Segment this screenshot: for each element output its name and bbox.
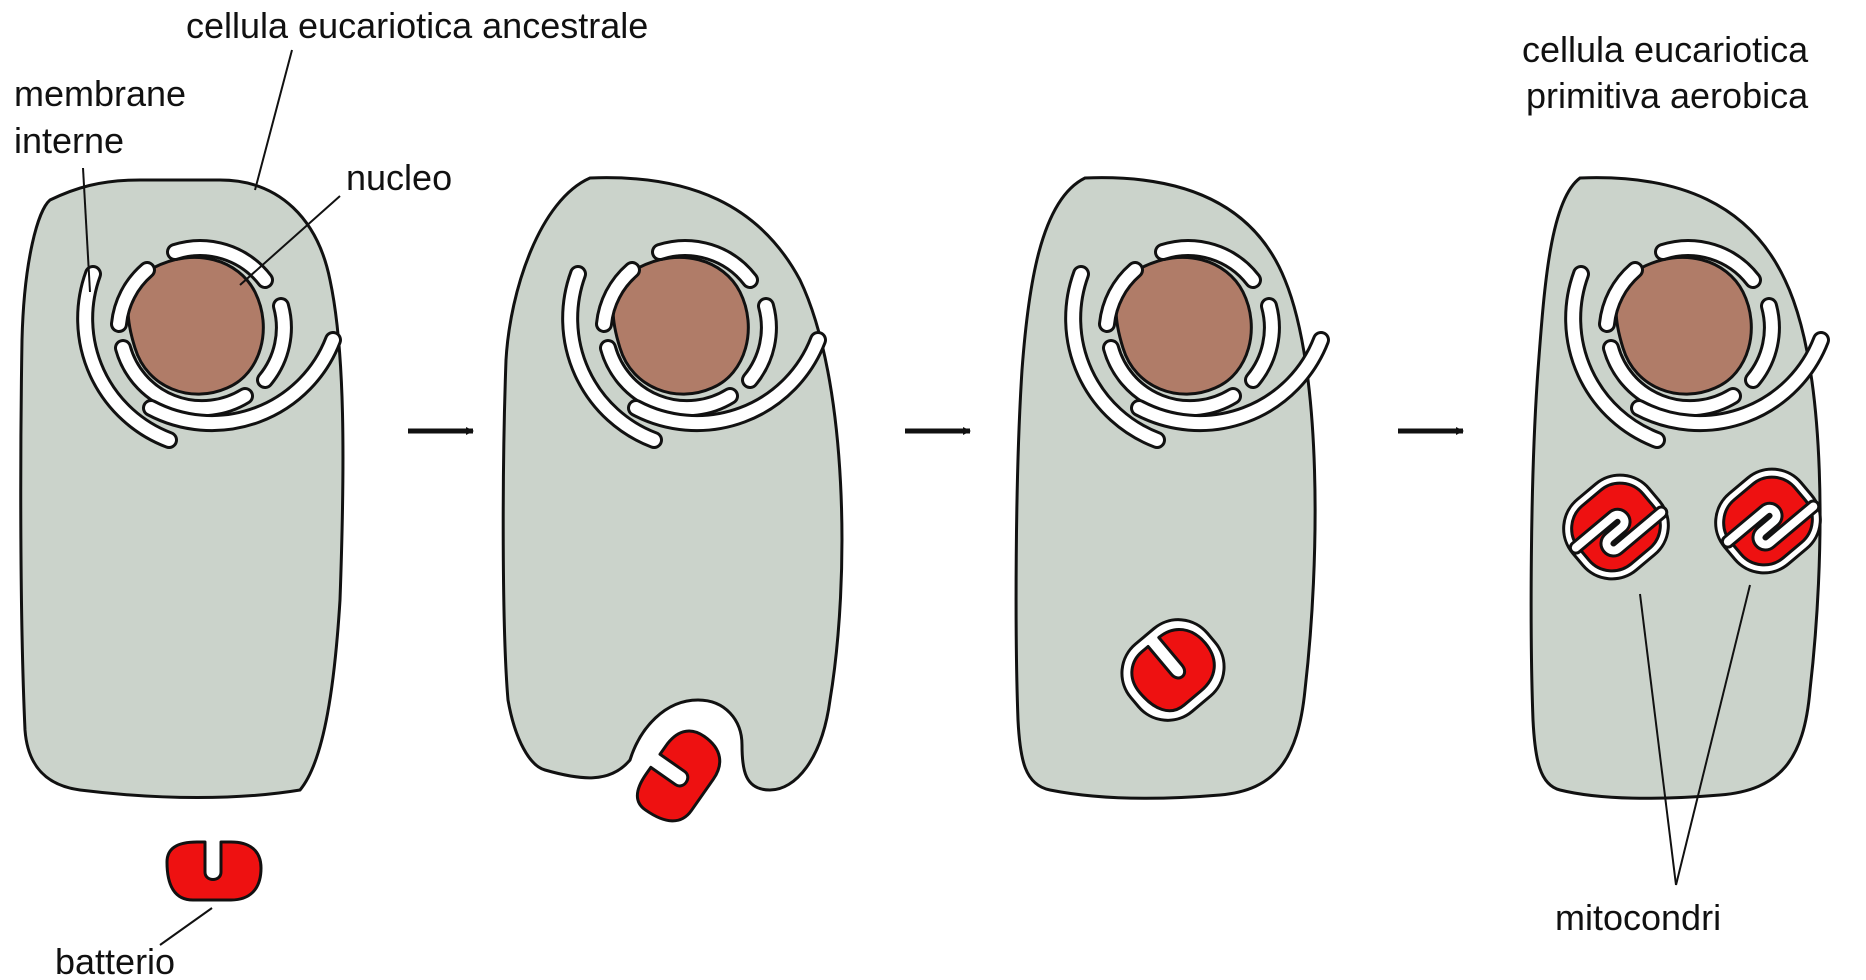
leader-bacterium <box>160 908 212 945</box>
bacterium-icon <box>629 721 730 831</box>
label-bacterium: batterio <box>55 941 175 980</box>
label-primitive-aerobic-cell-2: primitiva aerobica <box>1526 75 1809 116</box>
stage-1-ancestral-cell <box>21 180 343 798</box>
label-internal-membranes: membrane <box>14 73 186 114</box>
label-nucleus: nucleo <box>346 157 452 198</box>
stage-2-engulfment <box>503 178 842 790</box>
bacterium-icon <box>167 842 261 900</box>
label-internal-membranes-2: interne <box>14 120 124 161</box>
label-primitive-aerobic-cell: cellula eucariotica <box>1522 29 1809 70</box>
leader-ancestral-cell <box>255 50 292 190</box>
label-ancestral-cell: cellula eucariotica ancestrale <box>186 5 648 46</box>
label-mitochondria: mitocondri <box>1555 897 1721 938</box>
